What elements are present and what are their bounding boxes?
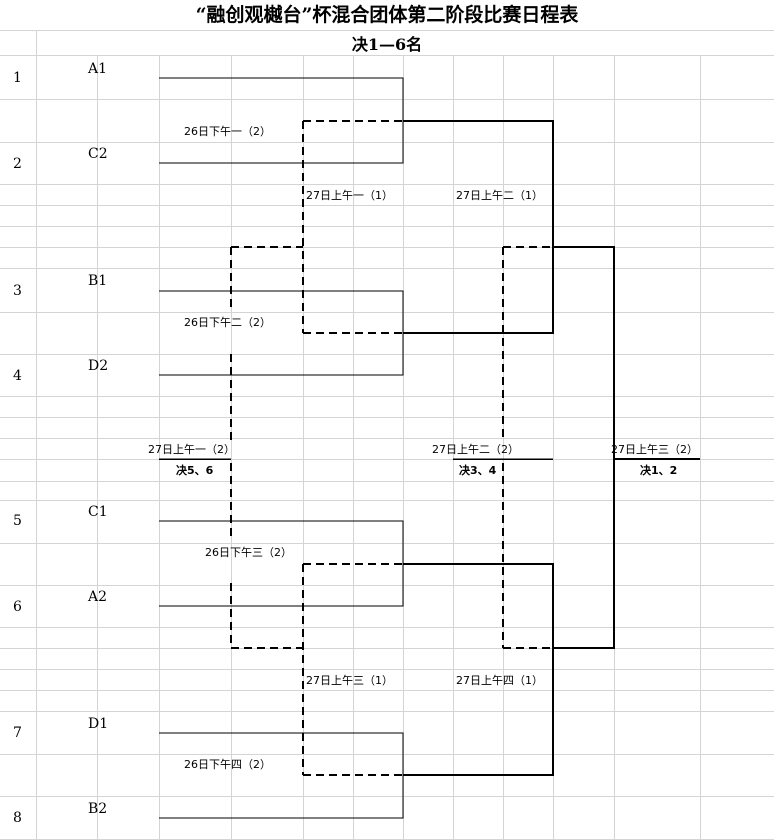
bracket-dash-bottom-inner (230, 583, 303, 649)
match-label: 27日上午二（2） (432, 443, 519, 456)
bracket-line-final (553, 246, 615, 649)
match-label: 26日下午一（2） (184, 125, 271, 138)
bracket-dash-bottom-left (302, 563, 403, 776)
page-subtitle: 决1—6名 (351, 35, 423, 54)
bracket-line-winner-bottom (403, 563, 554, 776)
match-label: 27日上午一（1） (306, 189, 393, 202)
page-title: “融创观樾台”杯混合团体第二阶段比赛日程表 (195, 4, 579, 26)
match-label: 27日上午三（2） (611, 443, 698, 456)
row-number: 3 (13, 283, 22, 299)
team-name: A2 (88, 589, 108, 605)
match-label: 27日上午二（1） (456, 189, 543, 202)
team-name: D1 (88, 716, 109, 732)
team-name: A1 (88, 61, 108, 77)
bracket-dash-top-inner (230, 246, 303, 312)
bracket-line-c1-a2 (159, 520, 404, 607)
placement-label: 决5、6 (176, 464, 214, 477)
match-label: 27日上午三（1） (306, 674, 393, 687)
row-number: 4 (13, 368, 22, 384)
row-number: 5 (13, 513, 22, 529)
match-label: 26日下午四（2） (184, 758, 271, 771)
bracket-line-winner-top (403, 120, 554, 334)
row-number: 7 (13, 725, 22, 741)
team-name: B1 (88, 273, 108, 289)
match-label: 27日上午四（1） (456, 674, 543, 687)
bracket-line-a1-c2 (159, 77, 404, 164)
match-label: 26日下午三（2） (205, 546, 292, 559)
team-name: B2 (88, 801, 108, 817)
team-name: D2 (88, 358, 109, 374)
row-number: 8 (13, 810, 22, 826)
bracket-line-b1-d2 (159, 290, 404, 376)
placement-label: 决3、4 (459, 464, 497, 477)
row-number: 2 (13, 156, 22, 172)
match-label: 26日下午二（2） (184, 316, 271, 329)
bracket-dash-top-left (302, 120, 403, 334)
match-label: 27日上午一（2） (148, 443, 235, 456)
team-name: C1 (88, 504, 108, 520)
placement-label: 决1、2 (640, 464, 678, 477)
team-name: C2 (88, 146, 108, 162)
row-number: 1 (13, 70, 22, 86)
bracket-line-d1-b2 (159, 732, 404, 819)
row-number: 6 (13, 599, 22, 615)
